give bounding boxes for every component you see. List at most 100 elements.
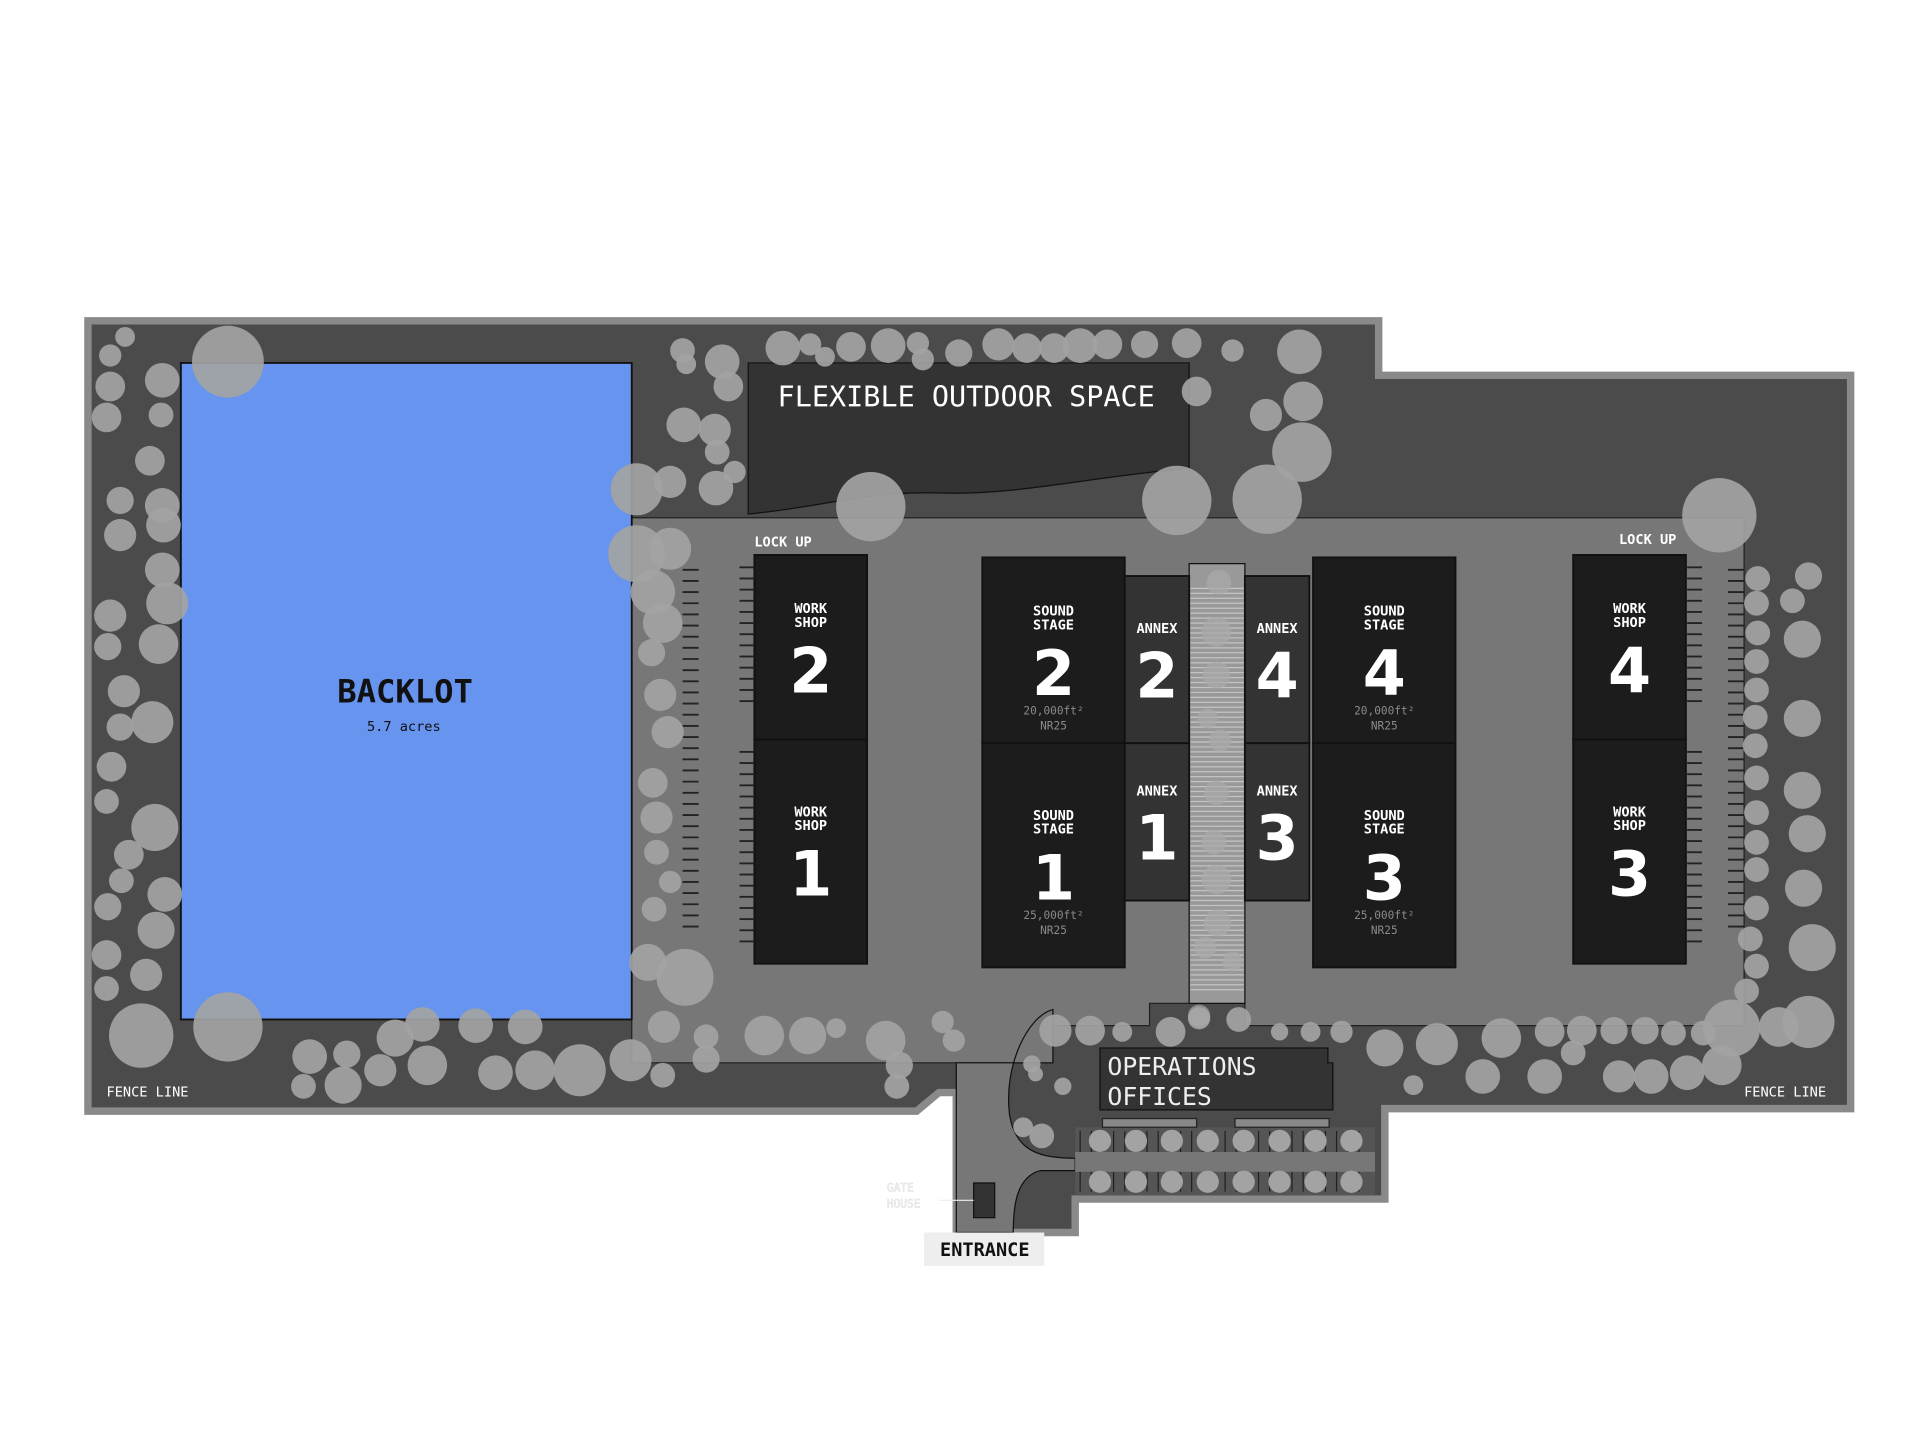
tree-icon (1300, 1021, 1321, 1042)
tree-icon (1088, 1170, 1112, 1193)
tree-icon (144, 362, 180, 398)
tree-icon (1465, 1059, 1501, 1094)
tree-icon (931, 1010, 954, 1034)
tree-icon (644, 678, 677, 712)
annex-4[interactable]: ANNEX 4 (1243, 575, 1311, 745)
tree-icon (91, 402, 122, 433)
outdoor-title: FLEXIBLE OUTDOOR SPACE (778, 380, 1155, 413)
annex-label: ANNEX (1257, 621, 1299, 637)
tree-icon (1560, 1040, 1586, 1066)
tree-icon (1703, 999, 1761, 1057)
tree-icon (130, 958, 163, 991)
tree-icon (1221, 339, 1244, 362)
tree-icon (1196, 1170, 1219, 1193)
fence-label-right: FENCE LINE (1744, 1084, 1826, 1100)
tree-icon (94, 599, 127, 632)
tree-icon (376, 1019, 414, 1057)
tree-icon (1202, 661, 1231, 689)
entrance-badge[interactable] (924, 1232, 1045, 1266)
tree-icon (1661, 1020, 1686, 1046)
tree-icon (1602, 1060, 1636, 1093)
stage-rating: NR25 (1371, 720, 1398, 733)
tree-icon (131, 701, 174, 744)
stage-area: 20,000ft² (1023, 705, 1083, 718)
tree-icon (109, 868, 134, 894)
tree-icon (630, 569, 676, 615)
tree-icon (1737, 926, 1763, 952)
tree-icon (1187, 1004, 1211, 1027)
annex-label: ANNEX (1136, 783, 1178, 799)
tree-icon (666, 407, 702, 443)
tree-icon (1744, 765, 1769, 791)
tree-icon (1744, 677, 1769, 703)
tree-icon (147, 877, 183, 912)
entrance-label[interactable]: ENTRANCE (940, 1240, 1029, 1261)
tree-icon (836, 471, 906, 542)
tree-icon (1669, 1055, 1705, 1091)
annex-number: 4 (1256, 640, 1299, 712)
tree-icon (1039, 333, 1070, 363)
tree-icon (651, 715, 684, 749)
tree-icon (1481, 1018, 1522, 1058)
stage-rating: NR25 (1040, 924, 1067, 937)
tree-icon (1415, 1023, 1458, 1066)
stage-number: 1 (1032, 842, 1075, 914)
tree-icon (1744, 829, 1769, 855)
workshop-4-outline (1572, 554, 1687, 741)
tree-icon (1783, 771, 1821, 809)
workshop-label: SHOP (1613, 818, 1646, 834)
tree-icon (104, 519, 137, 552)
tree-icon (1283, 381, 1323, 422)
tree-icon (1277, 329, 1322, 375)
workshop-label: SHOP (794, 615, 827, 631)
workshop-label: SHOP (794, 818, 827, 834)
tree-icon (1272, 422, 1332, 482)
tree-icon (1204, 780, 1229, 806)
tree-icon (836, 331, 866, 362)
tree-icon (1092, 329, 1123, 360)
tree-icon (608, 525, 666, 583)
stage-label: STAGE (1364, 617, 1405, 633)
fence-label-left: FENCE LINE (107, 1084, 189, 1100)
tree-icon (789, 1016, 827, 1055)
tree-icon (1112, 1021, 1133, 1042)
annex-3-outline (1243, 742, 1311, 902)
tree-icon (1075, 1015, 1105, 1046)
tree-icon (1142, 465, 1212, 536)
tree-icon (106, 713, 134, 741)
tree-icon (1249, 398, 1283, 432)
sound-stage-1-outline (981, 742, 1126, 969)
stage-label: STAGE (1033, 822, 1074, 838)
tree-icon (723, 460, 746, 484)
tree-icon (765, 330, 801, 366)
tree-icon (911, 348, 934, 371)
tree-icon (676, 354, 697, 375)
tree-icon (642, 603, 683, 643)
backlot[interactable] (179, 362, 633, 1021)
tree-icon (1201, 616, 1232, 647)
tree-icon (647, 1010, 681, 1043)
tree-icon (113, 839, 144, 870)
tree-icon (1744, 953, 1769, 979)
tree-icon (1181, 376, 1212, 407)
stage-number: 4 (1363, 638, 1406, 710)
tree-icon (1204, 909, 1232, 937)
gate-line1: GATE (887, 1182, 914, 1195)
tree-icon (1600, 1016, 1628, 1045)
workshop-label: WORK (1613, 601, 1647, 617)
backlot-title: BACKLOT (337, 672, 473, 710)
operations-offices[interactable] (1099, 1047, 1334, 1111)
workshop-2-outline (753, 554, 869, 741)
